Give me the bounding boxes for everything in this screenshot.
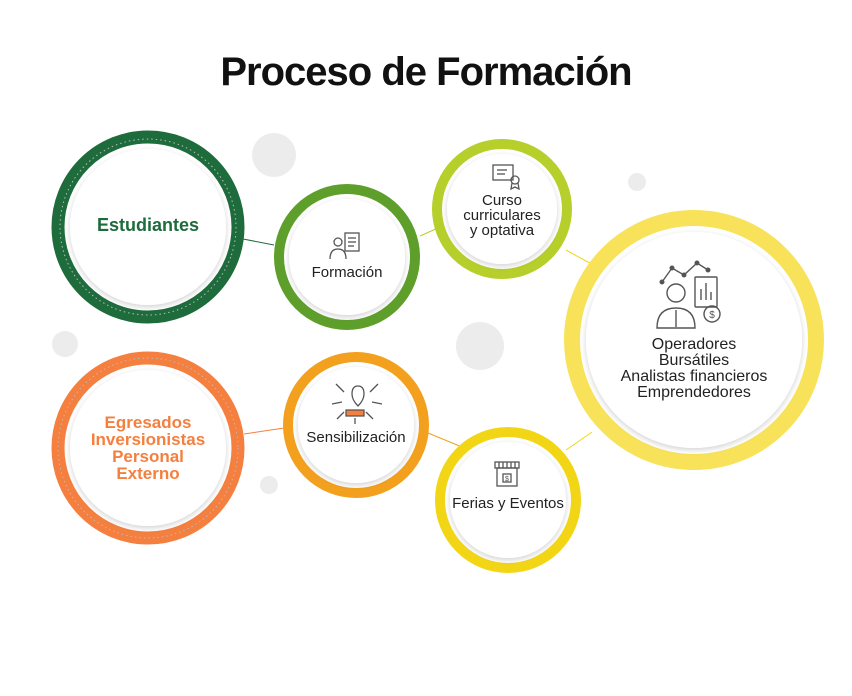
connector-ferias-operadores xyxy=(565,431,593,451)
node-formacion-ring xyxy=(274,184,420,330)
node-egresados-line: Externo xyxy=(116,464,180,483)
node-egresados-disc xyxy=(70,370,226,526)
node-egresados xyxy=(51,351,245,545)
node-operadores xyxy=(564,210,824,470)
node-ferias-disc xyxy=(450,442,566,558)
node-operadores-disc xyxy=(586,232,802,448)
node-ferias-ring xyxy=(435,427,581,573)
node-ferias-label: Ferias y Eventos xyxy=(452,495,564,512)
node-operadores-ring xyxy=(564,210,824,470)
node-egresados-line: Egresados xyxy=(104,413,192,432)
awareness-icon xyxy=(331,383,383,424)
node-egresados-line: Personal xyxy=(112,447,184,466)
node-sensibilizacion-disc xyxy=(298,367,414,483)
page-title: Proceso de Formación xyxy=(220,50,632,94)
node-curso-disc xyxy=(447,154,557,264)
node-operadores-line: Analistas financieros xyxy=(620,368,768,385)
connector-egresados-sensibilizacion xyxy=(243,427,285,435)
node-curso xyxy=(432,139,572,279)
node-estudiantes-disc xyxy=(70,149,226,305)
node-estudiantes-dotted-arc xyxy=(59,138,237,316)
node-estudiantes-ring xyxy=(51,130,245,324)
svg-text:$: $ xyxy=(709,310,715,321)
node-curso-line: Curso xyxy=(481,192,522,209)
background-dots xyxy=(52,133,646,494)
connector-formacion-curso xyxy=(419,227,439,237)
node-operadores-line: Operadores xyxy=(651,336,737,353)
node-egresados-line: Inversionistas xyxy=(90,430,206,449)
certificate-icon xyxy=(492,164,520,191)
trainer-icon xyxy=(329,232,360,260)
node-sensibilizacion-label: Sensibilización xyxy=(306,429,406,446)
node-ferias xyxy=(435,427,581,573)
node-curso-line: y optativa xyxy=(469,222,535,239)
node-operadores-label: Operadores Bursátiles Analistas financie… xyxy=(604,337,784,401)
node-curso-ring xyxy=(432,139,572,279)
node-operadores-line: Emprendedores xyxy=(637,384,751,401)
node-curso-label: Curso curriculares y optativa xyxy=(447,193,557,238)
node-egresados-label: Egresados Inversionistas Personal Extern… xyxy=(68,414,228,482)
node-estudiantes-label: Estudiantes xyxy=(96,215,200,235)
node-formacion-disc xyxy=(289,199,405,315)
financial-analyst-icon: $ xyxy=(656,260,721,329)
connector-sensibilizacion-ferias xyxy=(427,432,463,448)
node-formacion-label: Formación xyxy=(311,264,383,281)
connector-estudiantes-formacion xyxy=(237,237,275,246)
node-sensibilizacion xyxy=(283,352,429,498)
node-curso-line: curriculares xyxy=(463,207,541,224)
node-formacion xyxy=(274,184,420,330)
node-egresados-dotted-arc xyxy=(57,357,239,539)
svg-text:$: $ xyxy=(505,476,509,483)
node-operadores-line: Bursátiles xyxy=(658,352,730,369)
node-sensibilizacion-ring xyxy=(283,352,429,498)
market-stall-icon: $ xyxy=(494,461,520,487)
node-estudiantes xyxy=(51,130,245,324)
